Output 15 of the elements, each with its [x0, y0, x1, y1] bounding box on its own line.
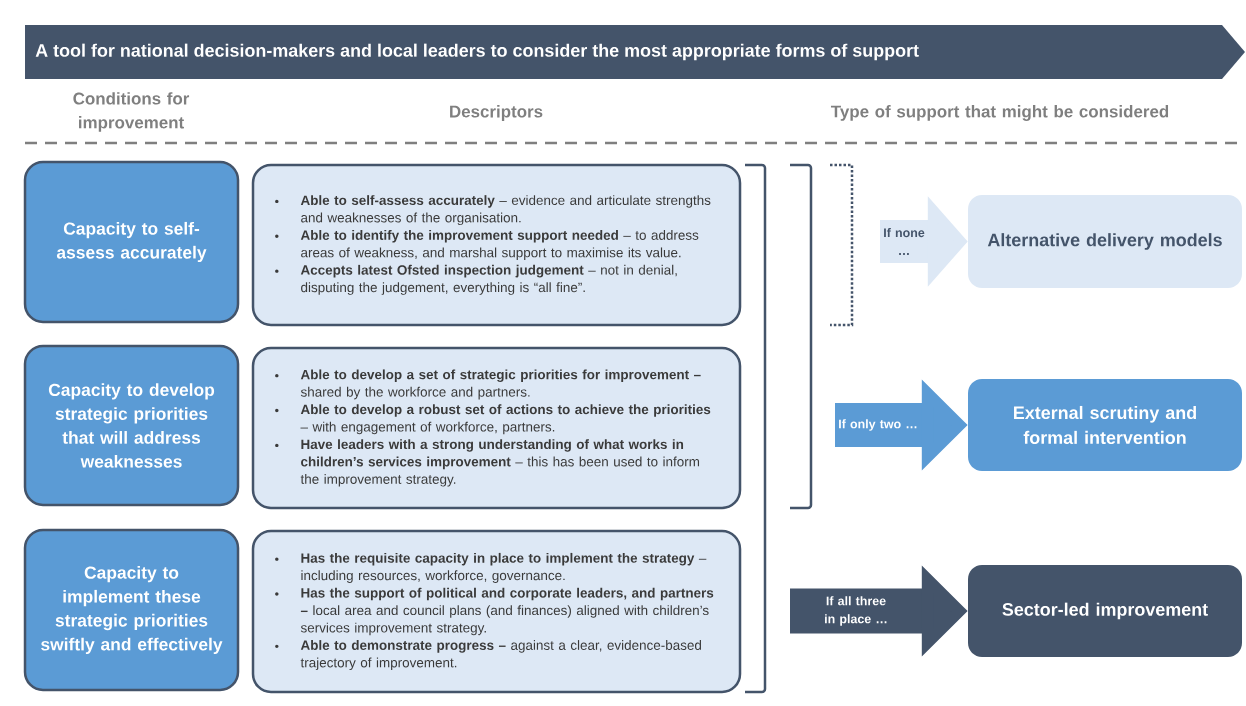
title-banner: A tool for national decision-makers and local leaders to consider the most appropriate forms of support	[25, 25, 1245, 79]
outcome-box: Sector-led improvement	[968, 565, 1242, 657]
descriptor-box: Has the requisite capacity in place to implement the strategy – including resources, workforce, governance. Has the support of political and corporate leaders, and partners – local area and council plans (and finances) aligned with children’s services improvement strategy. Able to demonstrate progress – against a clear, evidence-based trajectory of improvement.	[251, 529, 742, 694]
column-heading: Type of support that might be considered	[831, 105, 1169, 121]
edge-label: If none …	[884, 228, 925, 255]
descriptor-box: Able to develop a set of strategic priorities for improvement – shared by the workforce and partners. Able to develop a robust set of actions to achieve the priorities – with engagement of workforce, partners. Have leaders with a strong understanding of what works in children’s services improvement – this has been used to inform the improvement strategy.	[251, 346, 742, 510]
column-heading: Conditions for improvement	[73, 92, 190, 132]
condition-box: Capacity to implement these strategic priorities swiftly and effectively	[23, 528, 240, 692]
edge-label: If all three in place …	[825, 596, 887, 626]
condition-box: Capacity to develop strategic priorities that will address weaknesses	[23, 344, 240, 507]
outcome-box: External scrutiny and formal intervention	[968, 379, 1242, 471]
descriptor-box: Able to self-assess accurately – evidence and articulate strengths and weaknesses of the organisation. Able to identify the improvement support needed – to address areas of weakness, and marshal support to maximise its value. Accepts latest Ofsted inspection judgement – not in denial, disputing the judgement, everything is “all fine”.	[251, 163, 742, 327]
condition-box: Capacity to self-assess accurately	[23, 160, 240, 324]
edge-label: If only two …	[839, 419, 917, 431]
column-heading: Descriptors	[450, 105, 543, 121]
